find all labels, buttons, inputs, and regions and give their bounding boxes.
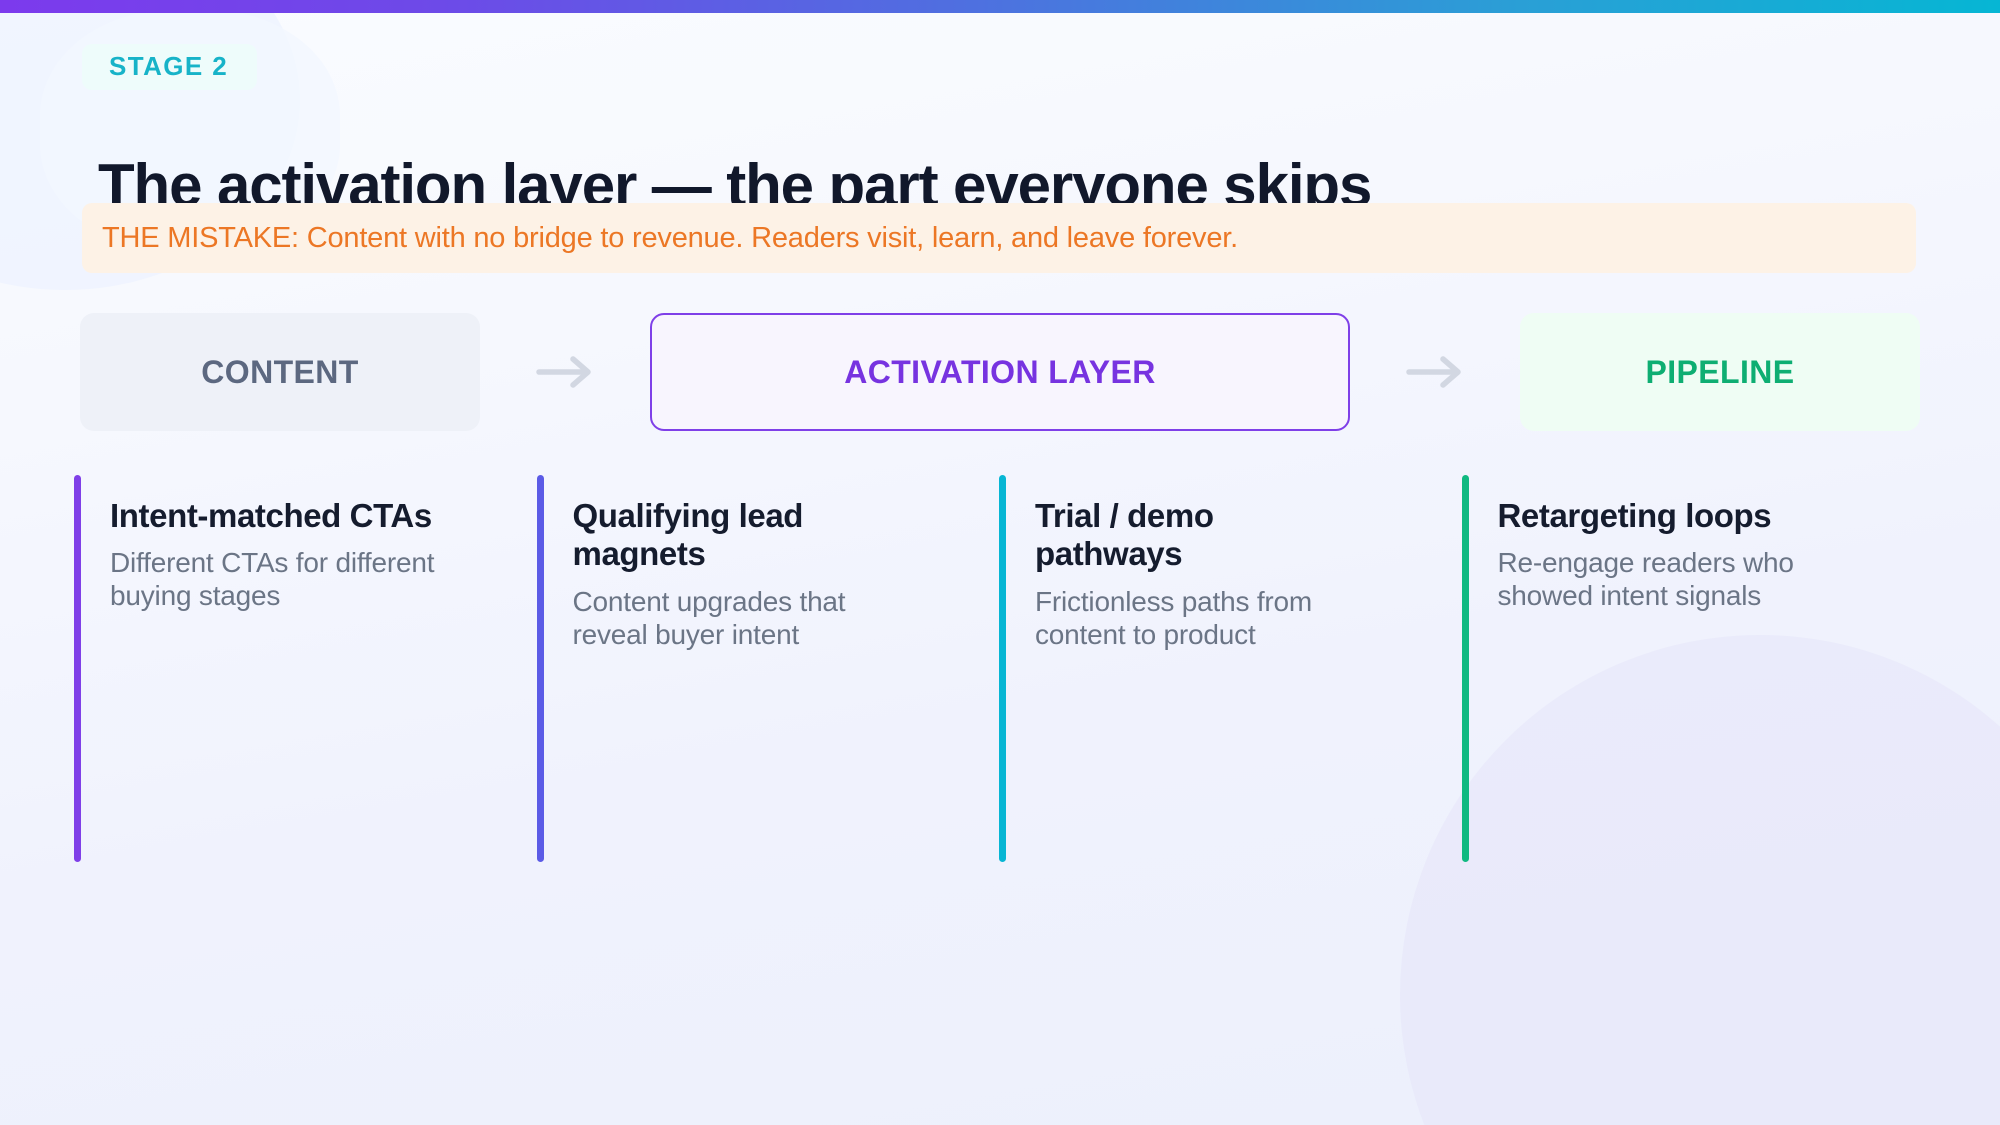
card-qualifying-lead-magnets: Qualifying lead magnets Content upgrades…: [536, 475, 1000, 865]
card-description: Re-engage readers who showed intent sign…: [1497, 547, 1794, 612]
mistake-banner: THE MISTAKE: Content with no bridge to r…: [82, 203, 1916, 273]
flow-step-activation-layer-label: ACTIVATION LAYER: [844, 353, 1156, 390]
card-accent-bar: [74, 475, 81, 862]
mistake-banner-text: THE MISTAKE: Content with no bridge to r…: [102, 221, 1238, 254]
card-title: Intent-matched CTAs: [110, 497, 432, 534]
card-title: Retargeting loops: [1497, 497, 1772, 534]
card-description: Content upgrades that reveal buyer inten…: [572, 585, 846, 650]
flow-step-content[interactable]: CONTENT: [80, 313, 480, 431]
stage-badge: STAGE 2: [82, 44, 258, 90]
card-description: Different CTAs for different buying stag…: [110, 547, 435, 612]
arrow-right-icon-2: [1350, 355, 1520, 389]
arrow-right-icon: [480, 355, 650, 389]
card-trial-demo-pathways: Trial / demo pathways Frictionless paths…: [999, 475, 1462, 865]
flow-step-pipeline[interactable]: PIPELINE: [1520, 313, 1920, 431]
flow-step-pipeline-label: PIPELINE: [1645, 353, 1795, 390]
cards-row: Intent-matched CTAs Different CTAs for d…: [74, 475, 1924, 865]
card-description: Frictionless paths from content to produ…: [1035, 585, 1313, 650]
card-retargeting-loops: Retargeting loops Re-engage readers who …: [1461, 475, 1925, 865]
card-title: Qualifying lead magnets: [572, 497, 804, 573]
card-title: Trial / demo pathways: [1035, 497, 1214, 573]
card-intent-matched-ctas: Intent-matched CTAs Different CTAs for d…: [74, 475, 537, 865]
top-gradient-bar: [0, 0, 2000, 13]
flow-step-content-label: CONTENT: [201, 353, 359, 390]
card-accent-bar: [999, 475, 1006, 862]
card-accent-bar: [536, 475, 544, 862]
card-accent-bar: [1461, 475, 1469, 862]
flow-step-activation-layer[interactable]: ACTIVATION LAYER: [650, 313, 1350, 431]
flow-diagram: CONTENT ACTIVATION LAYER PIPELINE: [80, 313, 1920, 431]
